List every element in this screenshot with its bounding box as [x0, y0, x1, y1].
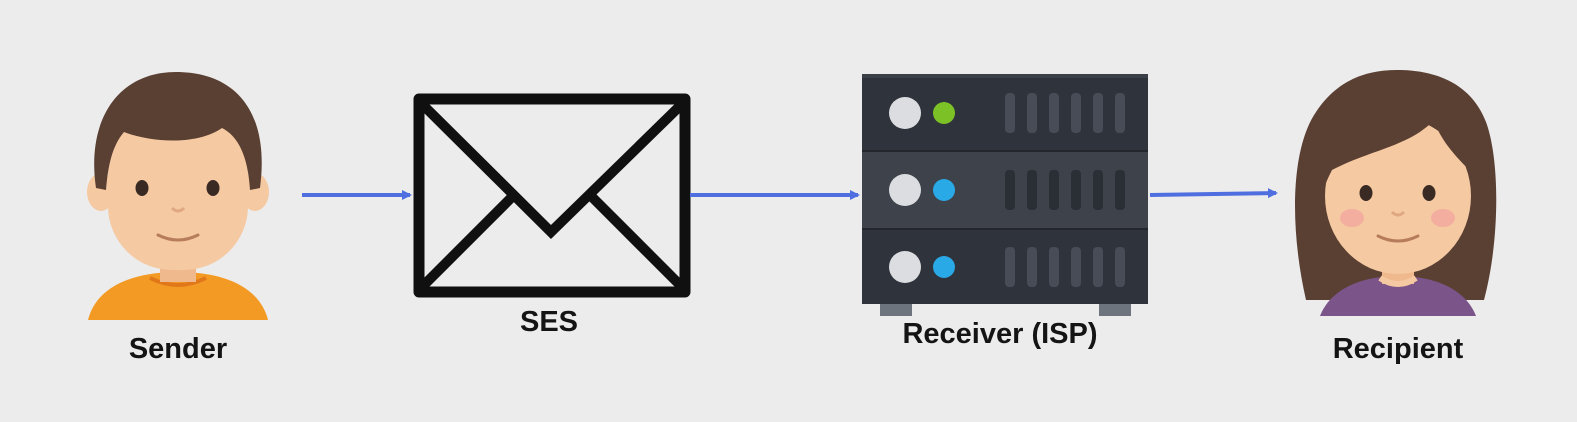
envelope-icon	[413, 93, 691, 298]
sender-label: Sender	[128, 333, 228, 365]
recipient-label: Recipient	[1332, 333, 1464, 365]
female-avatar-icon	[1295, 70, 1497, 316]
male-avatar-icon	[87, 72, 269, 320]
receiver-label: Receiver (ISP)	[902, 318, 1098, 350]
ses-label: SES	[519, 306, 579, 338]
arrow-receiver-to-recipient	[1149, 188, 1278, 199]
server-rack-icon	[862, 74, 1148, 316]
